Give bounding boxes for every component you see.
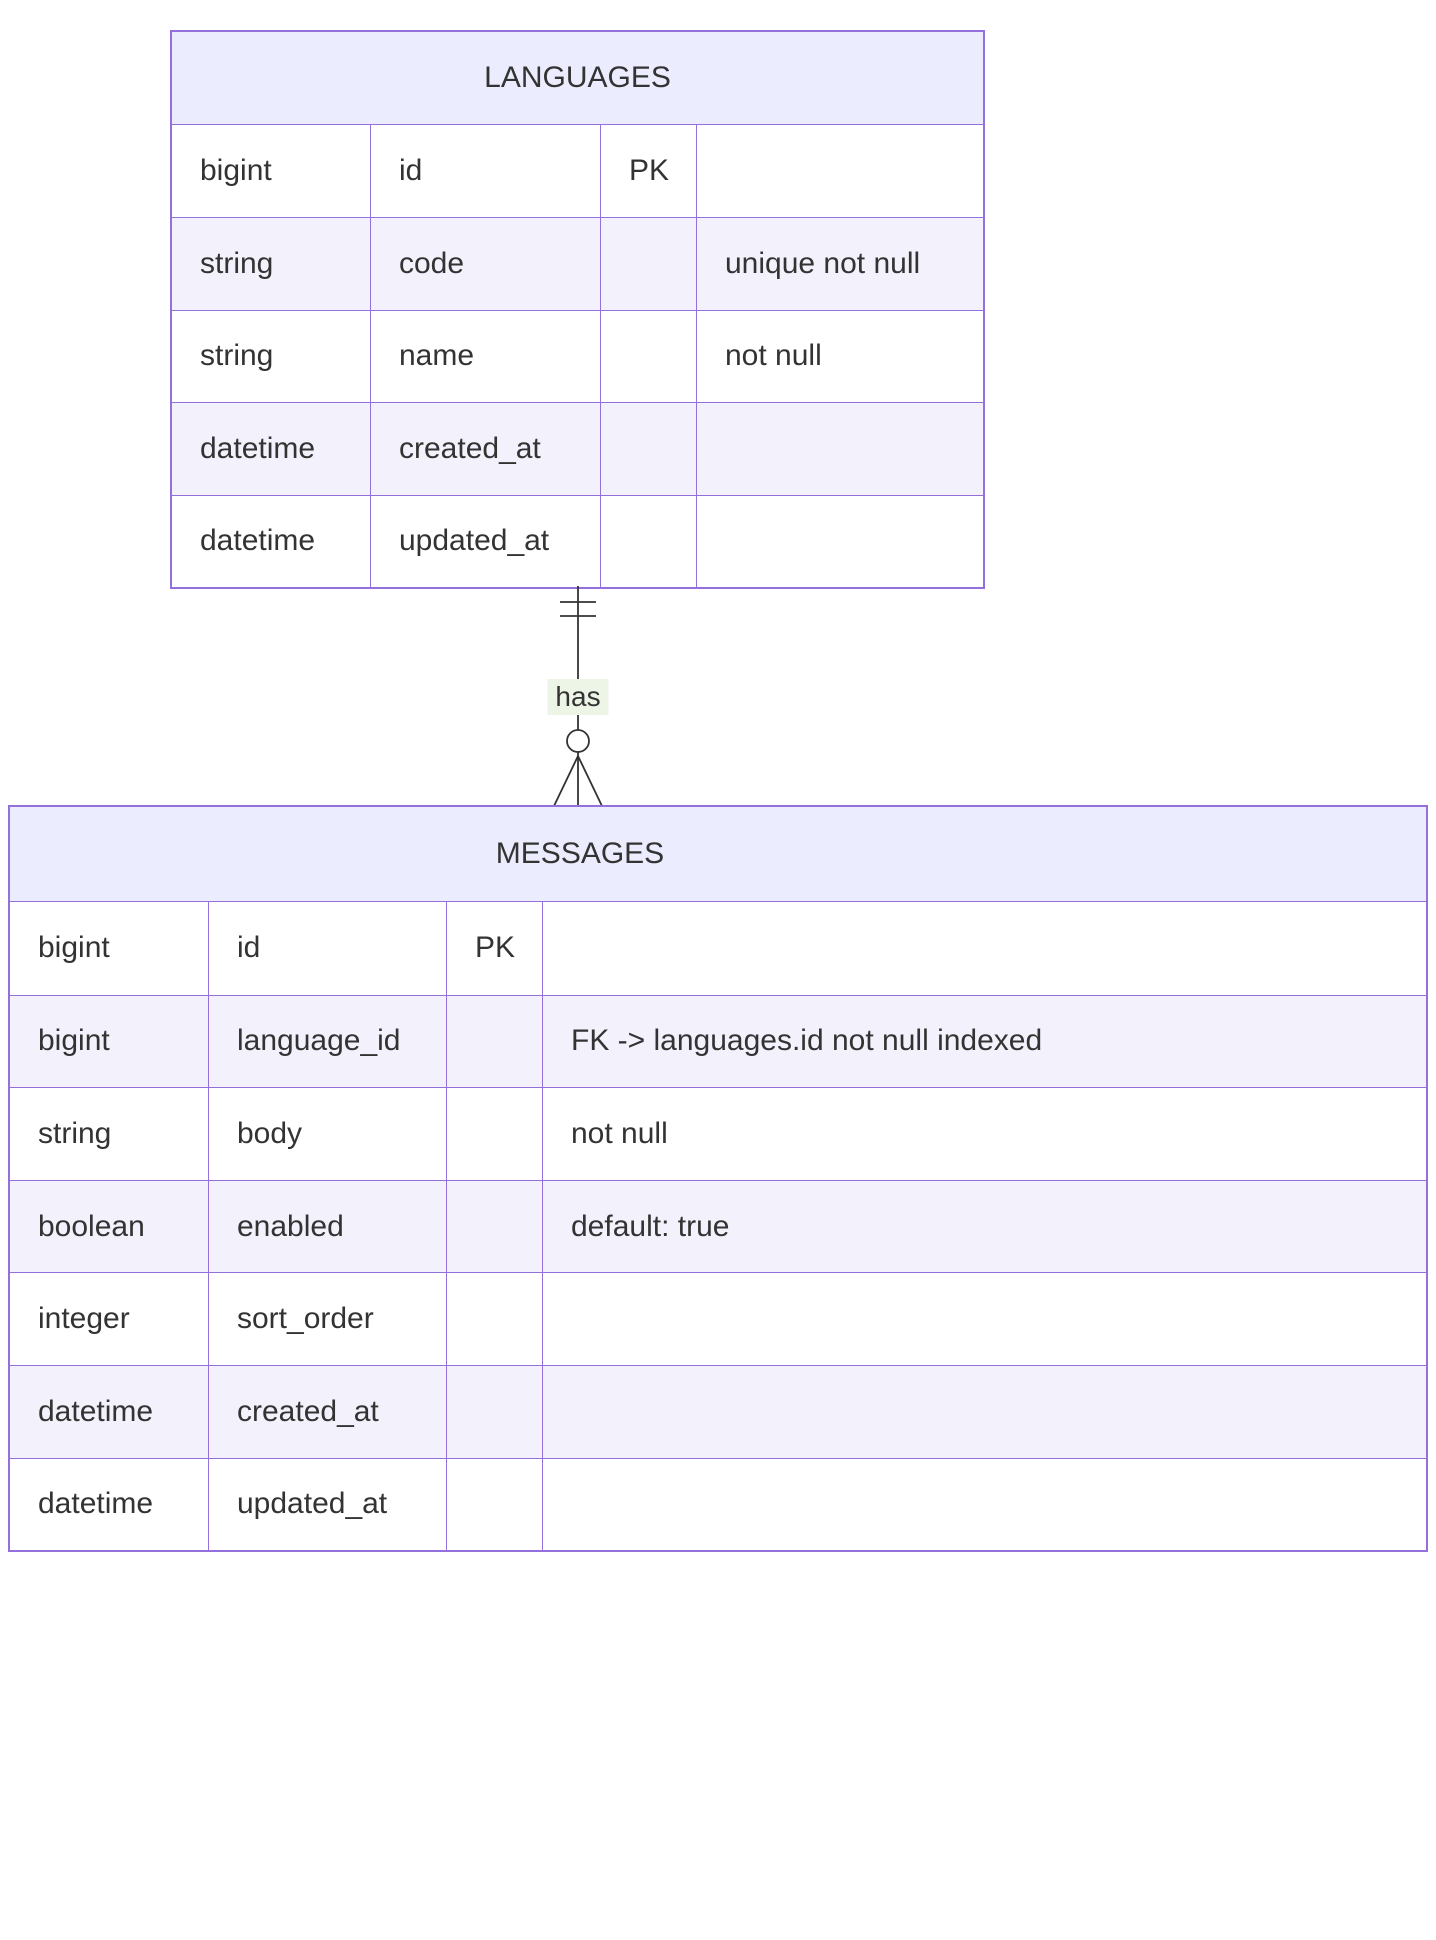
attribute-row: bigint language_id FK -> languages.id no… <box>10 994 1426 1088</box>
entity-name-label: MESSAGES <box>495 837 665 870</box>
attribute-row: integer sort_order <box>10 1272 1426 1365</box>
attribute-comment-cell: not null <box>696 310 983 403</box>
attribute-type-cell: boolean <box>38 1209 145 1243</box>
attribute-type-cell: string <box>200 247 274 281</box>
attribute-type-cell: datetime <box>38 1487 154 1521</box>
attribute-comment-cell: not null <box>542 1088 1426 1180</box>
attribute-row: boolean enabled default: true <box>10 1179 1426 1273</box>
zero-marker-circle <box>566 729 590 753</box>
attribute-name-cell: name <box>370 310 600 403</box>
attribute-row: datetime created_at <box>172 402 983 495</box>
attribute-key-cell <box>600 310 696 403</box>
attribute-key-cell <box>446 1273 542 1365</box>
attribute-type-cell: datetime <box>200 524 316 558</box>
attribute-comment-cell <box>696 403 983 495</box>
attribute-name-cell: id <box>208 902 446 995</box>
attribute-name-cell: sort_order <box>208 1273 446 1365</box>
attribute-key-cell <box>446 1088 542 1180</box>
attribute-comment-cell: unique not null <box>696 218 983 310</box>
attribute-key-cell <box>600 495 696 587</box>
attribute-comment-cell <box>542 1365 1426 1458</box>
entity-languages: LANGUAGES bigint id PK string code uniqu… <box>170 30 985 589</box>
attribute-comment-cell <box>542 902 1426 995</box>
attribute-row: string name not null <box>172 309 983 403</box>
attribute-type-cell: string <box>200 339 274 373</box>
attribute-name-cell: updated_at <box>208 1458 446 1551</box>
attribute-key-cell <box>446 1458 542 1551</box>
relationship-label: has <box>547 679 609 715</box>
attribute-name-cell: created_at <box>370 403 600 495</box>
attribute-key-cell <box>600 218 696 310</box>
entity-title-messages: MESSAGES <box>10 807 1426 902</box>
attribute-row: datetime updated_at <box>172 494 983 587</box>
attribute-comment-cell <box>696 495 983 587</box>
attribute-comment-cell <box>542 1273 1426 1365</box>
attribute-type-cell: datetime <box>38 1394 154 1428</box>
attribute-type-cell: datetime <box>200 431 316 465</box>
attribute-row: datetime created_at <box>10 1364 1426 1458</box>
attribute-name-cell: created_at <box>208 1365 446 1458</box>
attribute-key-cell <box>600 403 696 495</box>
attribute-type-cell: string <box>38 1116 112 1150</box>
attribute-name-cell: updated_at <box>370 495 600 587</box>
attribute-row: datetime updated_at <box>10 1457 1426 1551</box>
attribute-key-cell: PK <box>446 902 542 995</box>
attribute-type-cell: bigint <box>38 1024 110 1058</box>
attribute-row: bigint id PK <box>172 125 983 218</box>
crows-foot-left-prong <box>553 755 579 806</box>
attribute-rows: bigint id PK bigint language_id FK -> la… <box>10 902 1426 1551</box>
attribute-comment-cell <box>542 1458 1426 1551</box>
crows-foot-right-prong <box>577 755 603 806</box>
entity-title-languages: LANGUAGES <box>172 32 983 125</box>
attribute-rows: bigint id PK string code unique not null… <box>172 125 983 587</box>
attribute-name-cell: code <box>370 218 600 310</box>
attribute-row: bigint id PK <box>10 902 1426 995</box>
attribute-key-cell <box>446 1365 542 1458</box>
attribute-type-cell: bigint <box>200 154 272 188</box>
attribute-name-cell: id <box>370 125 600 218</box>
attribute-key-cell <box>446 995 542 1088</box>
attribute-comment-cell <box>696 125 983 218</box>
attribute-type-cell: integer <box>38 1302 130 1336</box>
attribute-name-cell: language_id <box>208 995 446 1088</box>
attribute-row: string body not null <box>10 1087 1426 1180</box>
attribute-comment-cell: default: true <box>542 1180 1426 1273</box>
attribute-key-cell <box>446 1180 542 1273</box>
attribute-comment-cell: FK -> languages.id not null indexed <box>542 995 1426 1088</box>
attribute-name-cell: enabled <box>208 1180 446 1273</box>
entity-messages: MESSAGES bigint id PK bigint language_id… <box>8 805 1428 1553</box>
attribute-key-cell: PK <box>600 125 696 218</box>
entity-name-label: LANGUAGES <box>484 61 671 94</box>
attribute-name-cell: body <box>208 1088 446 1180</box>
attribute-row: string code unique not null <box>172 217 983 310</box>
attribute-type-cell: bigint <box>38 931 110 965</box>
